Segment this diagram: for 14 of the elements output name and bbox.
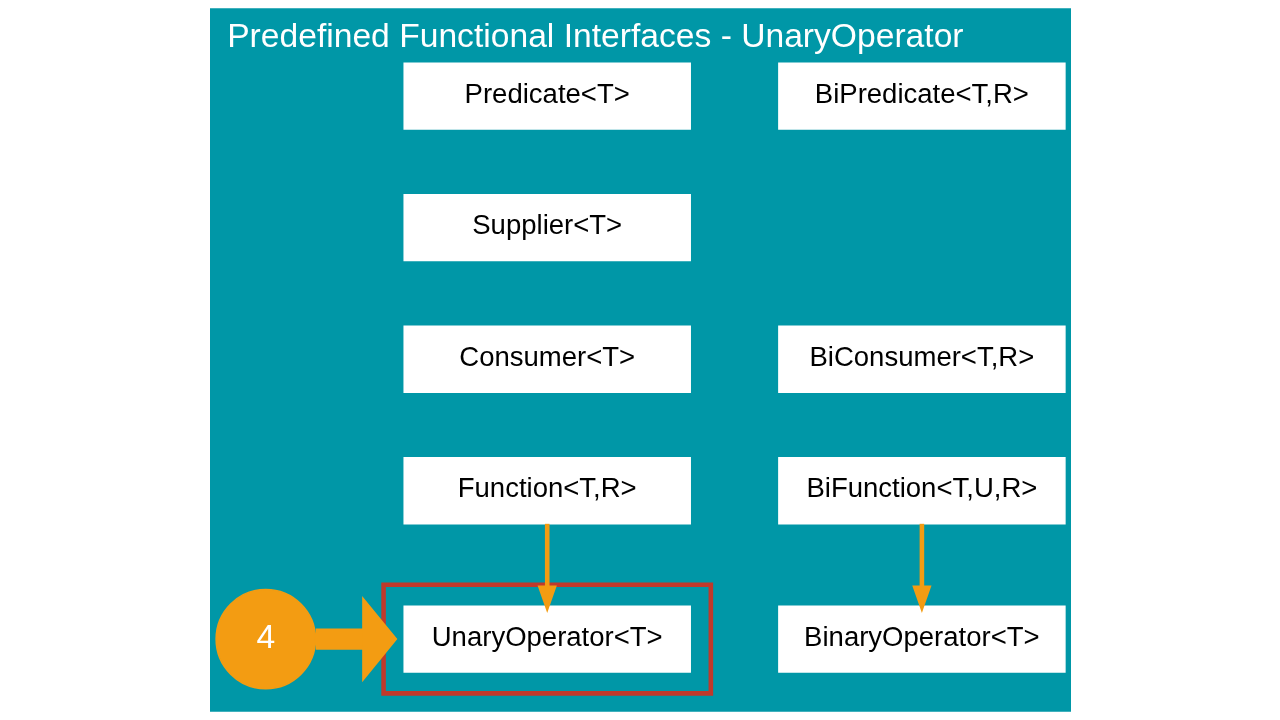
diagram-title: Predefined Functional Interfaces - UnaryOperator [226, 17, 964, 55]
node-box: Predicate<T> [402, 62, 691, 130]
node-box: BiFunction<T,U,R> [777, 457, 1066, 525]
arrow [911, 523, 932, 614]
arrow [537, 523, 557, 614]
node-box: BinaryOperator<T> [777, 605, 1066, 673]
node-circle: 4 [214, 588, 316, 690]
node-box: UnaryOperator<T> [402, 605, 691, 673]
node-box: Function<T,R> [402, 457, 691, 525]
node-box: Supplier<T> [402, 194, 691, 262]
node-box: BiPredicate<T,R> [777, 62, 1066, 130]
node-box: BiConsumer<T,R> [777, 325, 1066, 393]
arrow [315, 595, 397, 683]
node-box: Consumer<T> [402, 325, 691, 393]
